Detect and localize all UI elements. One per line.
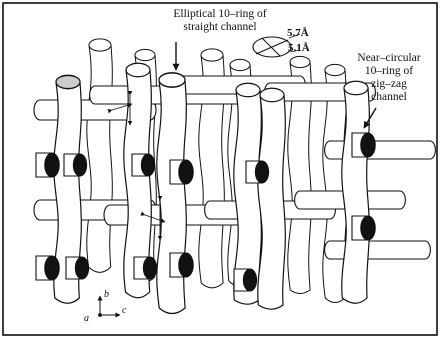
hatched-mouth	[55, 74, 81, 90]
axis-a-label: a	[84, 313, 89, 324]
zigzag-label-line-1: Near–circular	[357, 52, 421, 64]
straight-channel-cylinders	[53, 62, 370, 315]
opening-8-opening	[74, 256, 90, 280]
opening-3-opening	[140, 153, 156, 177]
pore-major-axis-line	[255, 39, 289, 55]
straight-tube-5-top	[259, 87, 285, 103]
opening-1-opening	[44, 152, 60, 178]
back-tube-2-top	[134, 48, 156, 62]
straight-channel-label-line-1: Elliptical 10–ring of	[173, 8, 267, 20]
opening-6-opening	[360, 132, 376, 158]
pore-dimension-key	[252, 33, 301, 58]
zigzag-label-line-4: channel	[371, 91, 407, 103]
opening-4-opening	[178, 159, 194, 185]
opening-7-opening	[44, 255, 60, 281]
straight-tube-2-top	[125, 62, 151, 78]
straight-channel-label-line-2: straight channel	[183, 21, 257, 33]
straight-tube-6-top	[343, 80, 369, 96]
zigzag-tube-9	[324, 140, 436, 160]
straight-ring-mouth	[158, 72, 186, 88]
axis-b-label: b	[104, 289, 109, 300]
straight-tube-3	[156, 79, 187, 315]
straight-tube-5	[257, 94, 286, 310]
zigzag-label-line-2: 10–ring of	[364, 65, 414, 77]
zigzag-ring-pointer	[363, 107, 377, 129]
minor-leader-line	[289, 49, 301, 53]
straight-tube-4-top	[235, 82, 261, 98]
back-tube-1-top	[88, 38, 112, 52]
opening-12-opening	[360, 215, 376, 241]
back-tube-6-top	[324, 63, 346, 77]
opening-2-opening	[72, 153, 88, 177]
figure-frame	[2, 2, 438, 336]
back-tube-5	[287, 61, 312, 294]
channel-openings	[35, 132, 376, 292]
back-tube-3-top	[200, 48, 224, 62]
opening-5-opening	[254, 160, 270, 184]
a-axis-dot	[98, 313, 102, 317]
pore-minor-dimension: 5.1Å	[288, 42, 310, 54]
pore-minor-axis-line	[261, 37, 281, 57]
major-leader-line	[288, 33, 301, 39]
straight-tube-6	[341, 87, 370, 304]
pore-major-dimension: 5.7Å	[287, 27, 309, 39]
back-tube-3	[198, 54, 225, 289]
zigzag-label-line-3: zig–zag	[371, 78, 407, 90]
crystal-axes	[97, 295, 121, 318]
zigzag-channel-label: Near–circular 10–ring of zig–zag channel	[346, 52, 432, 104]
back-tube-4-top	[229, 58, 251, 72]
label-pointers	[172, 42, 377, 129]
zigzag-tube-10	[324, 240, 431, 260]
straight-tube-2	[123, 69, 152, 299]
opening-10-opening	[178, 252, 194, 278]
opening-11-opening	[242, 268, 258, 292]
back-tube-1	[86, 44, 113, 273]
opening-9-opening	[142, 256, 158, 280]
straight-channel-label: Elliptical 10–ring of straight channel	[150, 8, 290, 34]
back-tube-5-top	[289, 55, 311, 69]
axis-c-label: c	[122, 305, 127, 316]
diffusion-arrows	[107, 90, 166, 241]
